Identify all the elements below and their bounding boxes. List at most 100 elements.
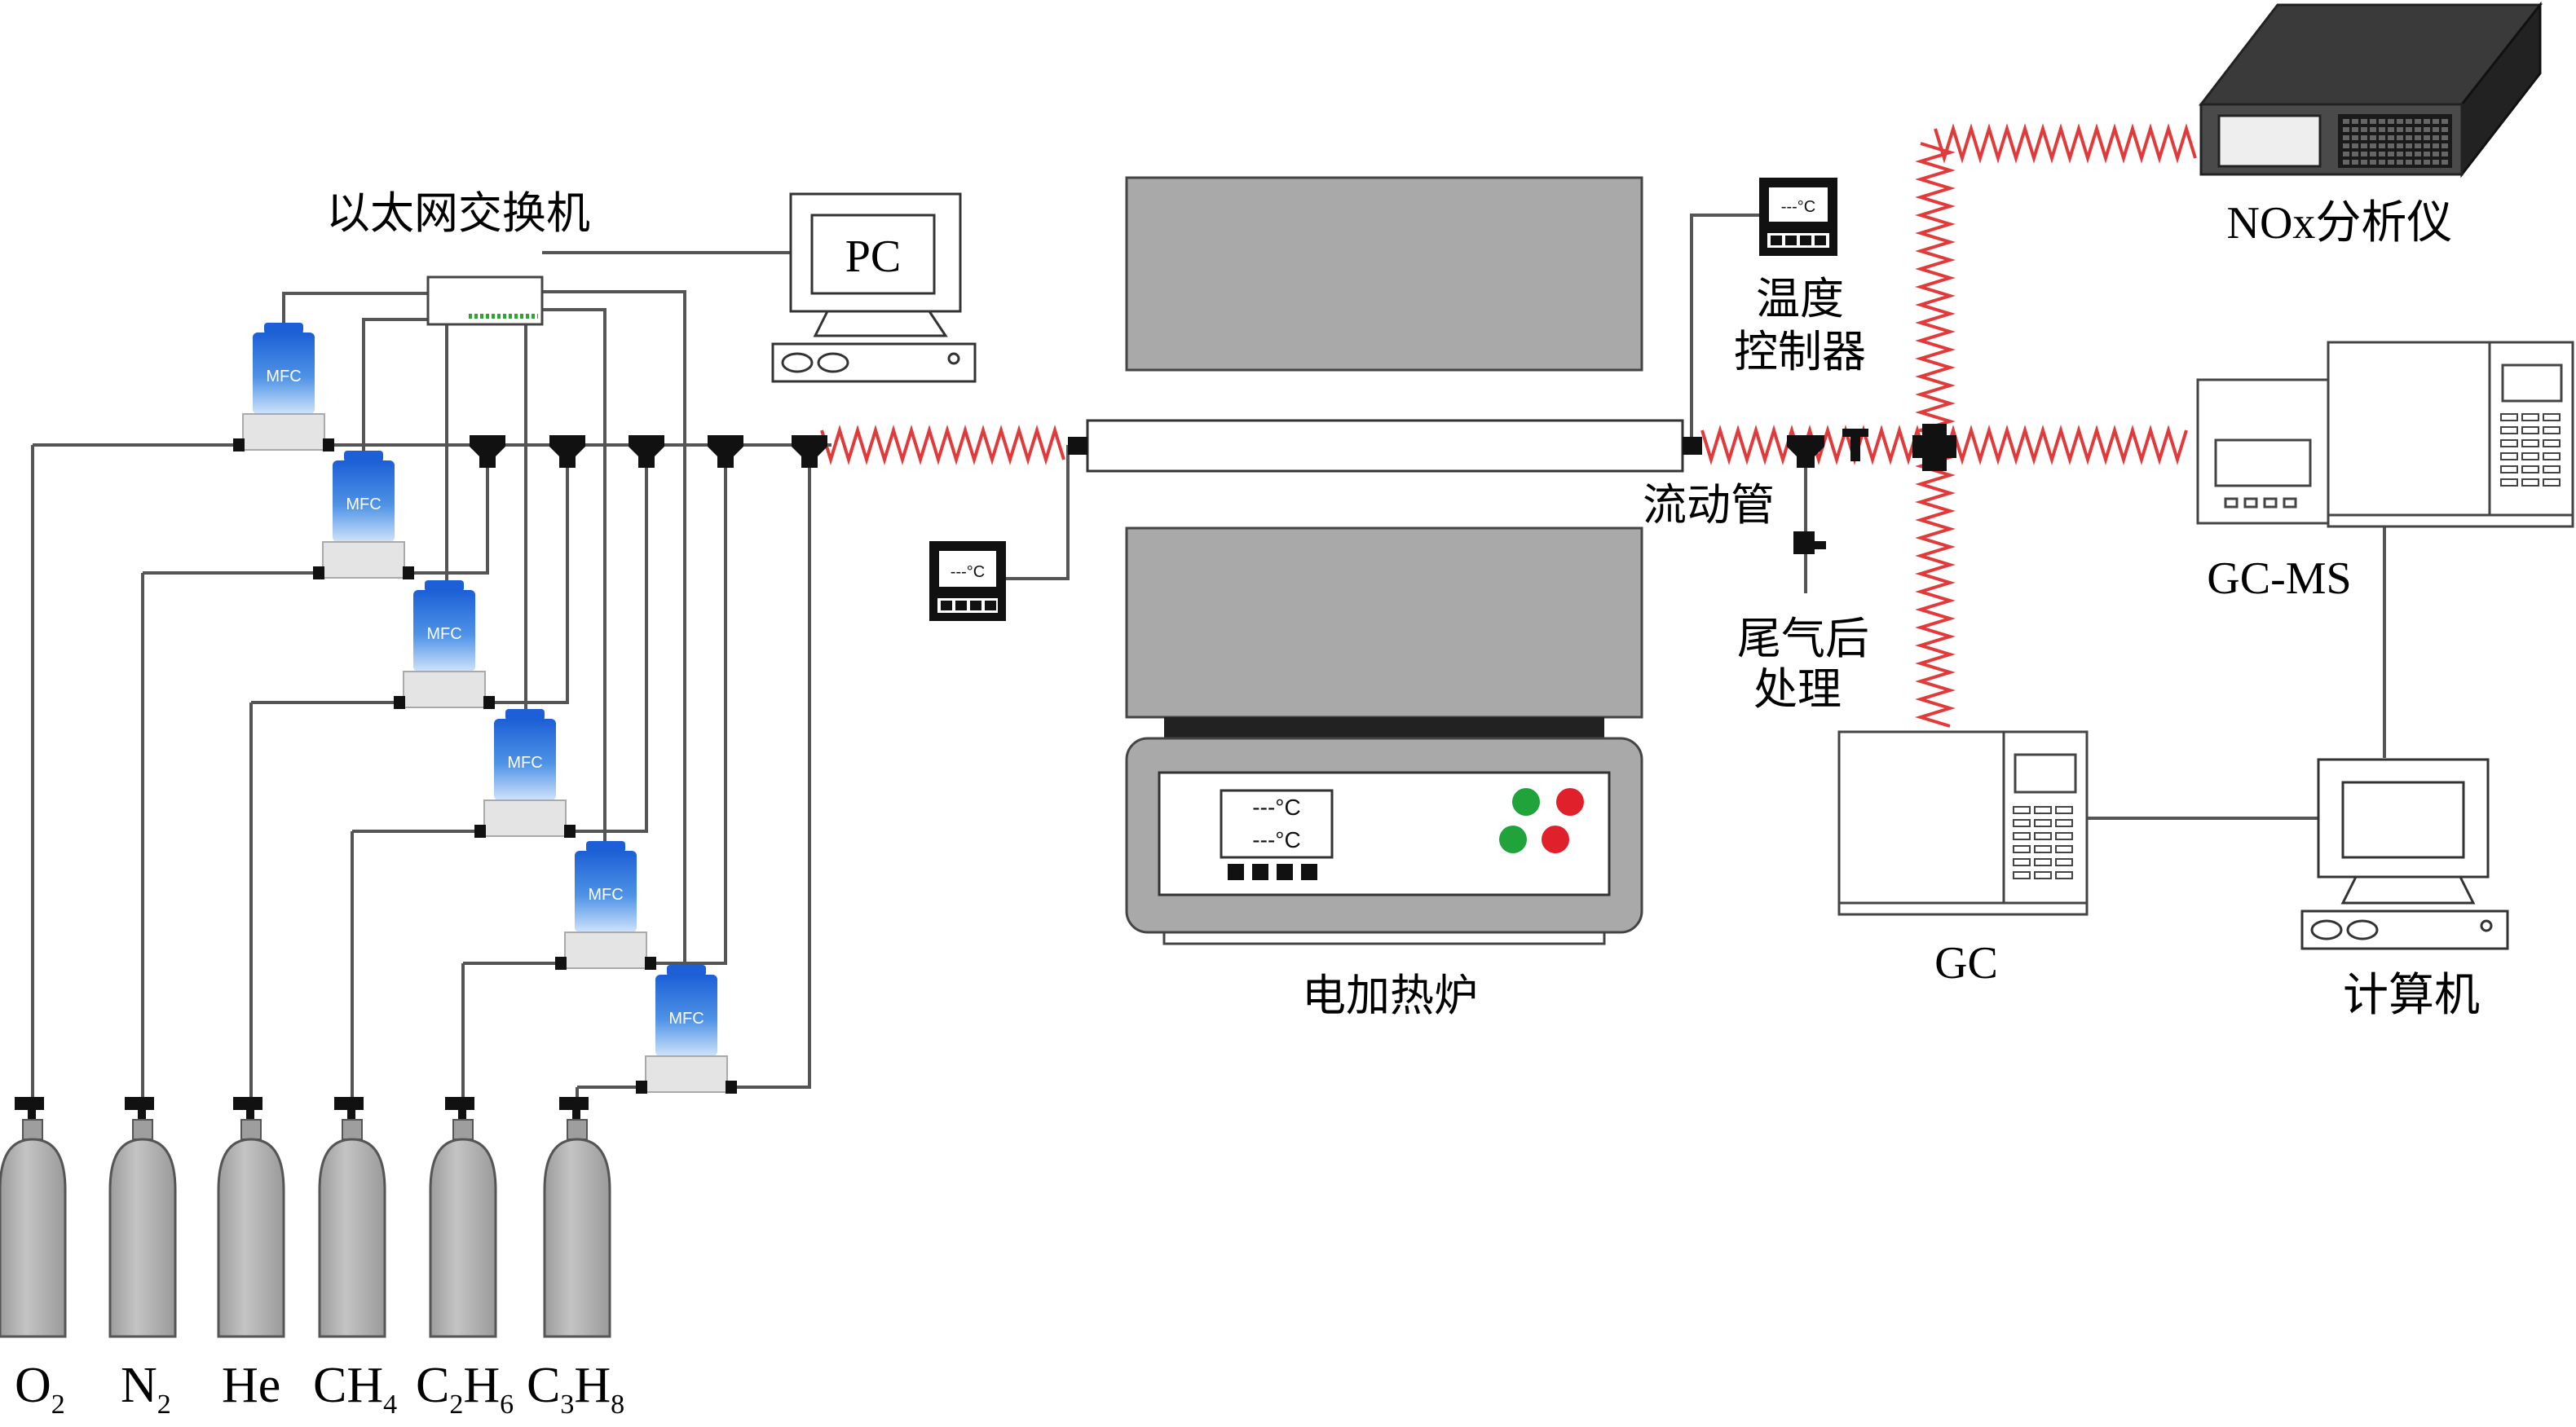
- cylinder-body: [0, 1138, 67, 1338]
- mfc-cap: [425, 580, 464, 592]
- gcms-keypad: [2500, 413, 2561, 487]
- flow-tube-label: 流动管: [1643, 481, 1775, 530]
- cylinder-valve: [22, 1119, 43, 1140]
- mfc-inlet-connector: [636, 1081, 647, 1094]
- furnace-button-red-2: [1542, 826, 1569, 853]
- flow-tube-inlet-fitting: [1068, 437, 1087, 455]
- mfc-unit: MFC: [394, 580, 495, 709]
- mfc-outlet-connector: [564, 825, 576, 838]
- nox-analyzer-label: NOx分析仪: [2227, 198, 2453, 249]
- mfc2-outlet-line: [399, 456, 489, 575]
- mfc-label: MFC: [588, 886, 623, 904]
- ethernet-cable-mfc5: [542, 308, 607, 851]
- gc: [1837, 730, 2089, 916]
- mfc-body: [655, 975, 717, 1056]
- exhaust-label-line1: 尾气后: [1737, 614, 1869, 663]
- mfc-label: MFC: [346, 495, 381, 513]
- cylinder-gas-label: C2H6: [416, 1358, 514, 1420]
- inlet-temperature-controller: ---°C: [929, 541, 1006, 621]
- flow-tube: [1086, 419, 1684, 473]
- mfc-label: MFC: [668, 1010, 704, 1028]
- furnace-button-green-2: [1499, 826, 1527, 853]
- mfc-base: [483, 799, 567, 837]
- mfc-body: [333, 460, 395, 542]
- mfc-unit: MFC: [555, 841, 656, 970]
- mfc-unit: MFC: [474, 709, 576, 838]
- mfc-inlet-connector: [394, 696, 405, 709]
- furnace-lower-block: [1125, 526, 1643, 719]
- ethernet-cable-mfc6: [542, 290, 686, 975]
- cylinder-body: [108, 1138, 177, 1338]
- cylinder-valve: [567, 1119, 588, 1140]
- cylinder-body: [318, 1138, 386, 1338]
- mfc-body: [253, 333, 315, 414]
- furnace-button-green-1: [1512, 788, 1540, 816]
- gas-cylinder: He: [217, 1097, 285, 1413]
- gc-ms-label: GC-MS: [2207, 553, 2351, 604]
- sampling-valve: [1842, 429, 1868, 461]
- nox-display: [2217, 114, 2322, 168]
- cylinder-gas-label: C3H8: [527, 1358, 624, 1420]
- mfc-label: MFC: [426, 625, 461, 643]
- mfc-label: MFC: [507, 754, 542, 772]
- nox-vent-grid: [2343, 119, 2448, 165]
- furnace-display-line1: ---°C: [1252, 795, 1300, 820]
- mfc-outlet-connector: [483, 696, 495, 709]
- nox-analyzer: [2198, 1, 2543, 178]
- gas-cylinder: N2: [108, 1097, 177, 1420]
- mfc-inlet-connector: [474, 825, 486, 838]
- furnace-button-red-1: [1556, 788, 1584, 816]
- gcms-display: [2501, 363, 2563, 403]
- mfc-body: [575, 851, 637, 932]
- temp-controller-label-line1: 温度: [1756, 275, 1844, 324]
- mass-flow-controllers: MFC MFC MFC MFC MFC MFC: [233, 323, 737, 1094]
- mfc-cap: [505, 709, 545, 720]
- mfc-base: [403, 671, 486, 708]
- cylinder-gas-label: He: [222, 1358, 280, 1413]
- mfc-outlet-connector: [726, 1081, 737, 1094]
- computer: [2300, 758, 2509, 950]
- mfc-outlet-connector: [323, 438, 334, 451]
- gas-cylinder: C2H6: [416, 1097, 514, 1420]
- gc-label: GC: [1934, 938, 1998, 989]
- mfc-cap: [344, 451, 383, 462]
- cylinder-regulator-icon: [445, 1097, 474, 1120]
- cylinder-valve: [342, 1119, 363, 1140]
- mfc6-outlet-line: [730, 456, 811, 1089]
- ethernet-switch: [426, 275, 544, 326]
- gas-lines: [31, 214, 2386, 1110]
- pc: PC: [771, 192, 977, 383]
- outlet-thermocouple-line: [1690, 214, 1759, 445]
- cylinder-body: [429, 1138, 497, 1338]
- cylinder-body: [217, 1138, 285, 1338]
- inlet-thermocouple-line: [1004, 445, 1070, 580]
- manifold-tee-fitting: [708, 435, 743, 468]
- mfc-base: [242, 413, 325, 451]
- mfc-cap: [667, 965, 706, 976]
- mfc-outlet-connector: [403, 566, 414, 579]
- mfc3-outlet-line: [481, 456, 569, 704]
- outlet-fittings: [1787, 424, 1956, 554]
- furnace-display-line2: ---°C: [1252, 827, 1300, 852]
- cylinder-valve: [452, 1119, 474, 1140]
- mfc-body: [494, 719, 556, 800]
- outlet-temperature-controller: ---°C: [1759, 178, 1837, 256]
- ethernet-switch-label: 以太网交换机: [326, 189, 590, 238]
- cylinder-regulator-icon: [15, 1097, 44, 1120]
- mfc-body: [413, 590, 475, 672]
- mfc-inlet-connector: [555, 957, 567, 970]
- manifold-tee-fitting: [470, 435, 505, 468]
- manifold-tee-fitting: [549, 435, 585, 468]
- mfc-cap: [264, 323, 303, 334]
- gc-ms: [2196, 341, 2574, 528]
- gc-keypad: [2013, 806, 2073, 879]
- cross-fitting: [1912, 424, 1956, 471]
- mfc-base: [564, 932, 647, 969]
- pc-label: PC: [845, 231, 902, 282]
- mfc-unit: MFC: [233, 323, 334, 451]
- mfc-unit: MFC: [313, 451, 414, 579]
- cylinder-regulator-icon: [233, 1097, 262, 1120]
- cylinder-valve: [132, 1119, 153, 1140]
